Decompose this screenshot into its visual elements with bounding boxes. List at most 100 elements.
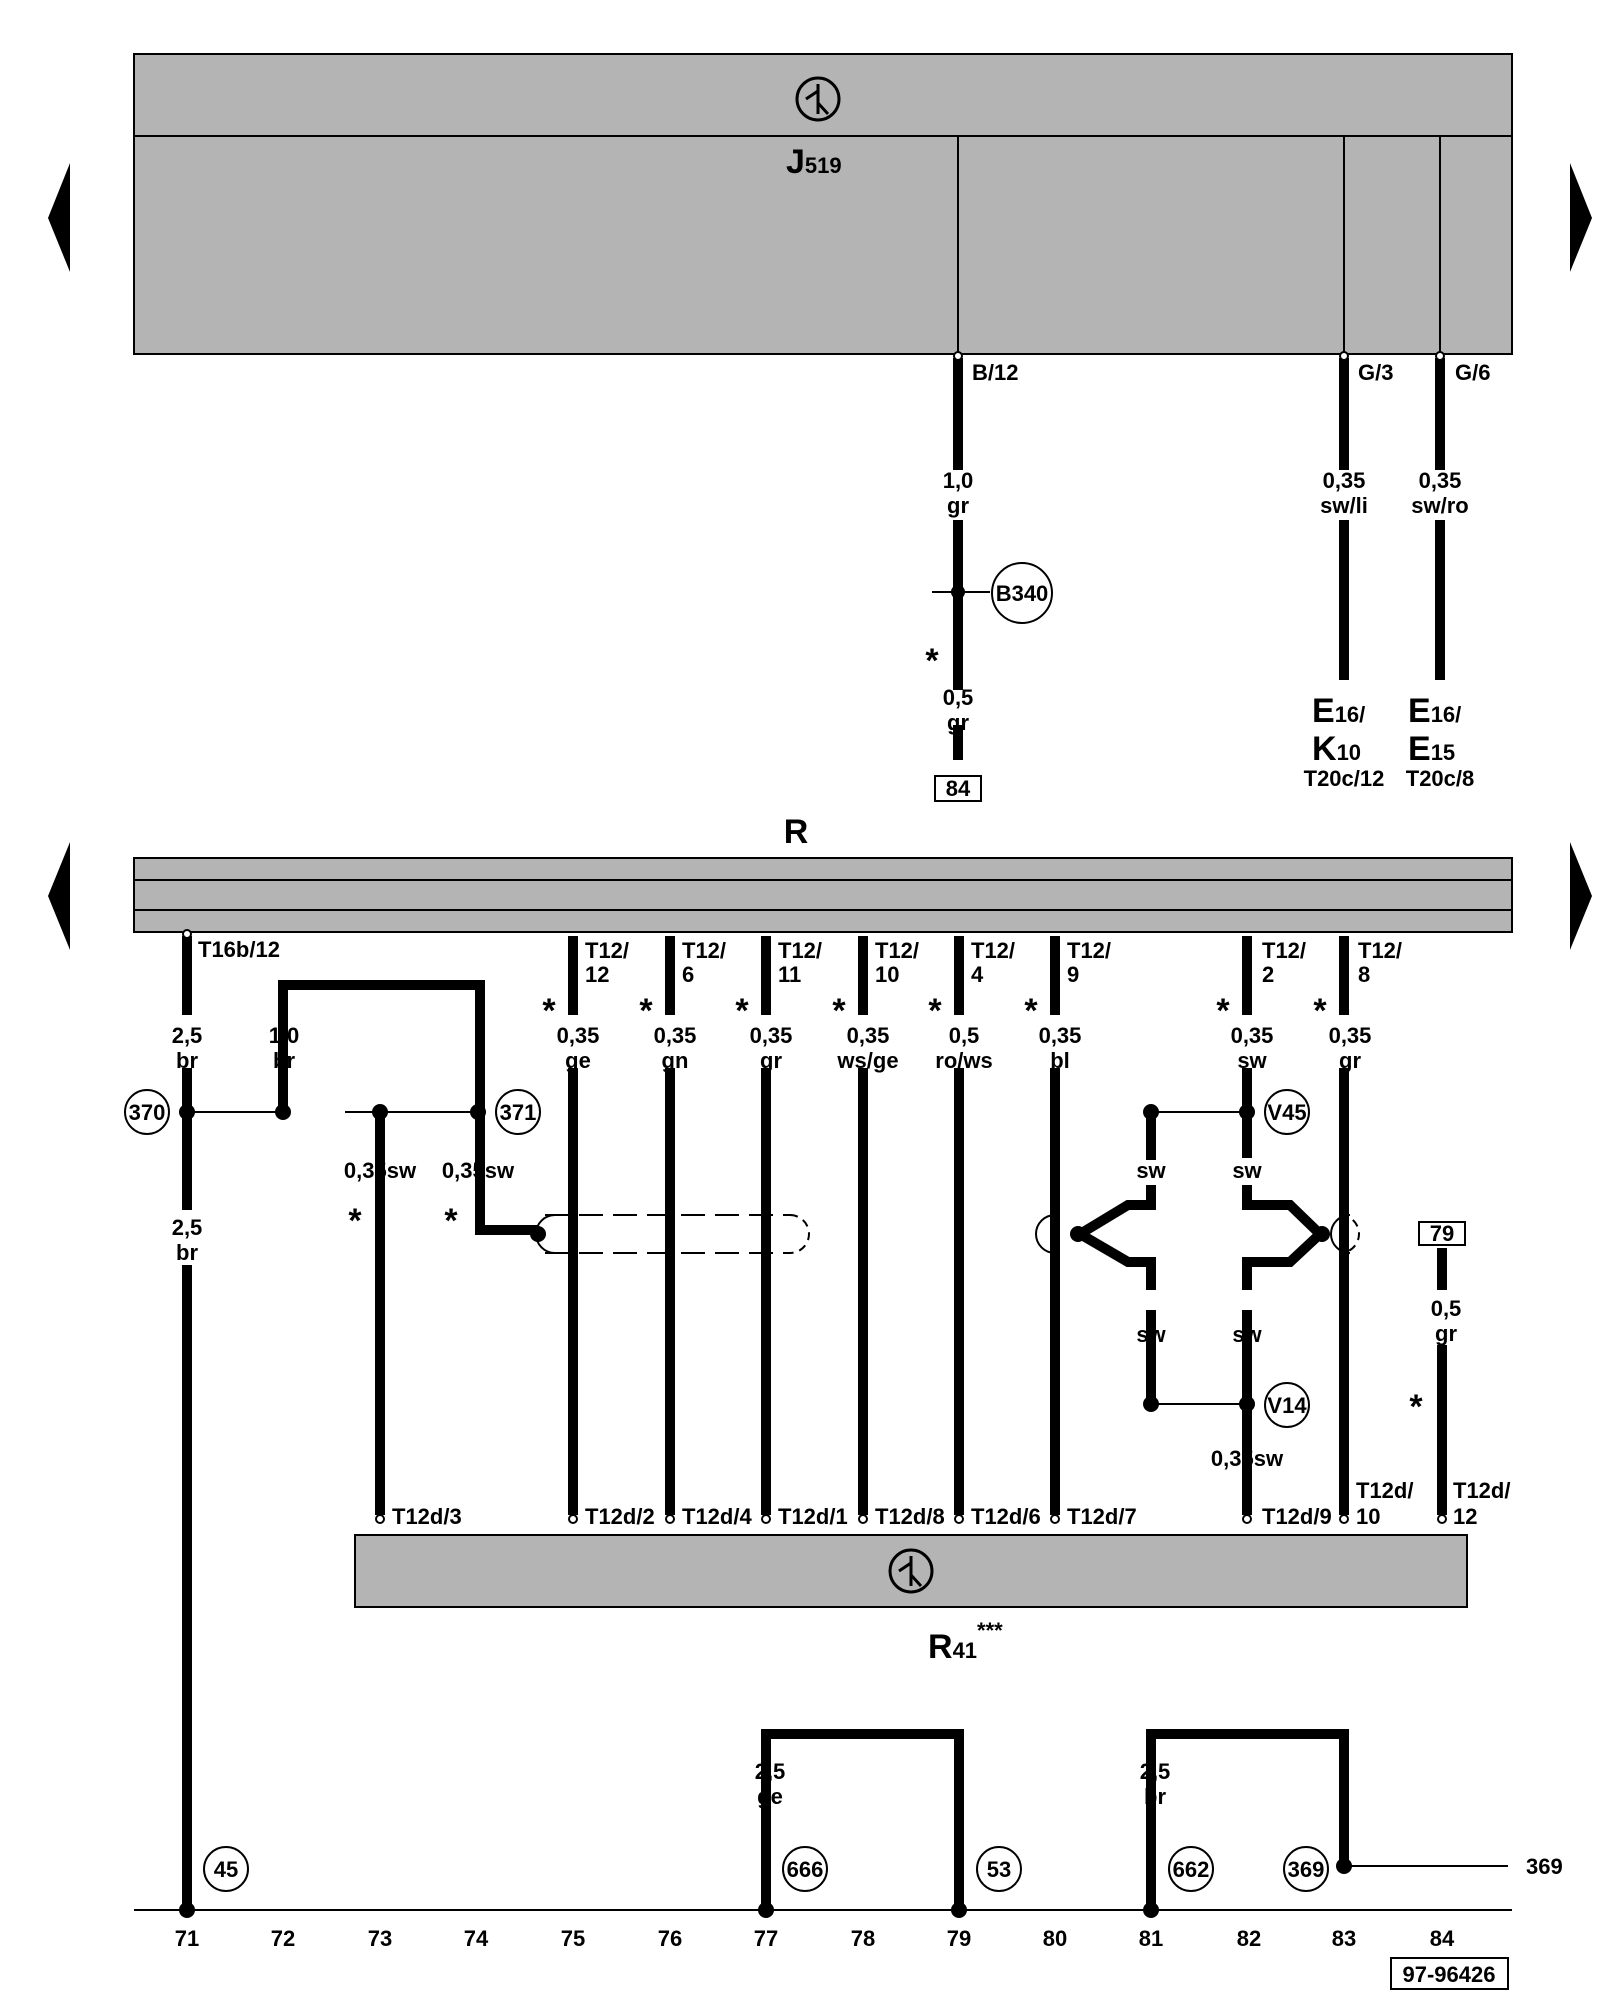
col-83: 83 [1332, 1926, 1356, 1951]
wire-76-color: gn [662, 1048, 689, 1073]
wire-75-color: ge [565, 1048, 591, 1073]
wire-82-color: sw [1237, 1048, 1267, 1073]
t12d-2-label: T12d/2 [585, 1504, 655, 1529]
pin-g6-label: G/6 [1455, 360, 1490, 385]
page-prev-arrow-icon[interactable] [48, 163, 70, 272]
e16k10-pin: T20c/12 [1304, 766, 1385, 791]
sw-label-3: sw [1136, 1322, 1166, 1347]
doc-number-box [1390, 1957, 1509, 1990]
wire-82-low-label: 0,35sw [1211, 1446, 1284, 1471]
wire-b12-upper-size: 1,0 [943, 468, 974, 493]
t12-9-b: 9 [1067, 962, 1079, 987]
wire-b12-lower-size: 0,5 [943, 685, 974, 710]
wire-b12-lower-color: gr [947, 710, 969, 735]
t12-4-b: 4 [971, 962, 984, 987]
external-ref-369: 369 [1526, 1854, 1563, 1879]
t12-4-a: T12/ [971, 938, 1015, 963]
col-80: 80 [1043, 1926, 1067, 1951]
col-78: 78 [851, 1926, 875, 1951]
t16b-label: T16b/12 [198, 937, 280, 962]
wire-71-top-color: br [176, 1048, 198, 1073]
col-77: 77 [754, 1926, 778, 1951]
node-370 [124, 1089, 170, 1135]
page-next-arrow-icon-2[interactable] [1570, 842, 1592, 950]
wire-bot-81-size: 2,5 [1140, 1759, 1171, 1784]
node-369 [1283, 1846, 1329, 1892]
e16e15-line1: E16/ [1408, 692, 1461, 730]
wire-80-color: bl [1050, 1048, 1070, 1073]
ref-84-box[interactable] [934, 775, 982, 802]
t12-6-a: T12/ [682, 938, 726, 963]
wire-g6-color: sw/ro [1411, 493, 1468, 518]
col-81: 81 [1139, 1926, 1163, 1951]
wire-75-size: 0,35 [557, 1023, 600, 1048]
col-71: 71 [175, 1926, 199, 1951]
radio-unit-bar [133, 857, 1513, 933]
node-662-label: 662 [1173, 1857, 1210, 1882]
wire-71-low-size: 2,5 [172, 1215, 203, 1240]
wire-74-label: 0,35sw [442, 1158, 515, 1183]
t12d-7-label: T12d/7 [1067, 1504, 1137, 1529]
wire-73-label: 0,35sw [344, 1158, 417, 1183]
col-82: 82 [1237, 1926, 1261, 1951]
node-v45 [1264, 1089, 1310, 1135]
e16e15-line2: E15 [1408, 730, 1455, 768]
wire-82-size: 0,35 [1231, 1023, 1274, 1048]
wire-b12-upper-color: gr [947, 493, 969, 518]
wire-84-size: 0,5 [1431, 1296, 1462, 1321]
node-v45-label: V45 [1267, 1100, 1306, 1125]
doc-number-label: 97-96426 [1403, 1962, 1496, 1987]
wire-79-color: ro/ws [935, 1048, 992, 1073]
t12-10-b: 10 [875, 962, 899, 987]
pin-b12-label: B/12 [972, 360, 1018, 385]
node-v14 [1264, 1382, 1310, 1428]
middle-wires: T16b/12 2,5 br 2,5 br 370 1,0 br 371 0,3… [124, 929, 1510, 1908]
t12-2-b: 2 [1262, 962, 1274, 987]
amplifier-r41 [354, 1534, 1468, 1608]
wire-80-size: 0,35 [1039, 1023, 1082, 1048]
splice-b340-dot [951, 585, 965, 599]
wire-83-size: 0,35 [1329, 1023, 1372, 1048]
r41-label: R41*** [928, 1618, 1003, 1666]
sw-label-1: sw [1136, 1158, 1166, 1183]
node-45 [203, 1846, 249, 1892]
col-79: 79 [947, 1926, 971, 1951]
radio-r-label: R [784, 813, 809, 851]
wire-bot-77-size: 2,5 [755, 1759, 786, 1784]
wire-g3-color: sw/li [1320, 493, 1368, 518]
control-unit-symbol-icon [795, 76, 841, 122]
ground-column-numbers: 71 72 73 74 75 76 77 78 79 80 81 82 83 8… [175, 1926, 1455, 1951]
j519-label: J519 [786, 143, 842, 181]
page-next-arrow-icon[interactable] [1570, 163, 1592, 272]
node-45-label: 45 [214, 1857, 238, 1882]
node-369-label: 369 [1288, 1857, 1325, 1882]
ref-79-box[interactable] [1418, 1221, 1466, 1246]
page-prev-arrow-icon-2[interactable] [48, 842, 70, 950]
col-84: 84 [1430, 1926, 1455, 1951]
node-666 [782, 1846, 828, 1892]
star-84: * [1409, 1388, 1423, 1426]
t12d-6-label: T12d/6 [971, 1504, 1041, 1529]
star-b12: * [925, 642, 939, 680]
star-77: * [735, 992, 749, 1030]
wire-77-size: 0,35 [750, 1023, 793, 1048]
t12-2-a: T12/ [1262, 938, 1306, 963]
t12d-10-a: T12d/ [1356, 1478, 1413, 1503]
connector-b340-label: B340 [996, 581, 1049, 606]
col-75: 75 [561, 1926, 585, 1951]
top-wires: B/12 1,0 gr B340 * 0,5 gr 84 G/3 0,35 sw… [925, 351, 1490, 802]
star-76: * [639, 992, 653, 1030]
star-74: * [444, 1202, 458, 1240]
star-80: * [1024, 992, 1038, 1030]
t12-8-b: 8 [1358, 962, 1370, 987]
node-v14-label: V14 [1267, 1393, 1307, 1418]
wire-g3-size: 0,35 [1323, 468, 1366, 493]
node-53 [976, 1846, 1022, 1892]
wire-83-color: gr [1339, 1048, 1361, 1073]
col-76: 76 [658, 1926, 682, 1951]
wire-78-color: ws/ge [836, 1048, 898, 1073]
star-83: * [1313, 992, 1327, 1030]
col-74: 74 [464, 1926, 489, 1951]
wire-g6-size: 0,35 [1419, 468, 1462, 493]
